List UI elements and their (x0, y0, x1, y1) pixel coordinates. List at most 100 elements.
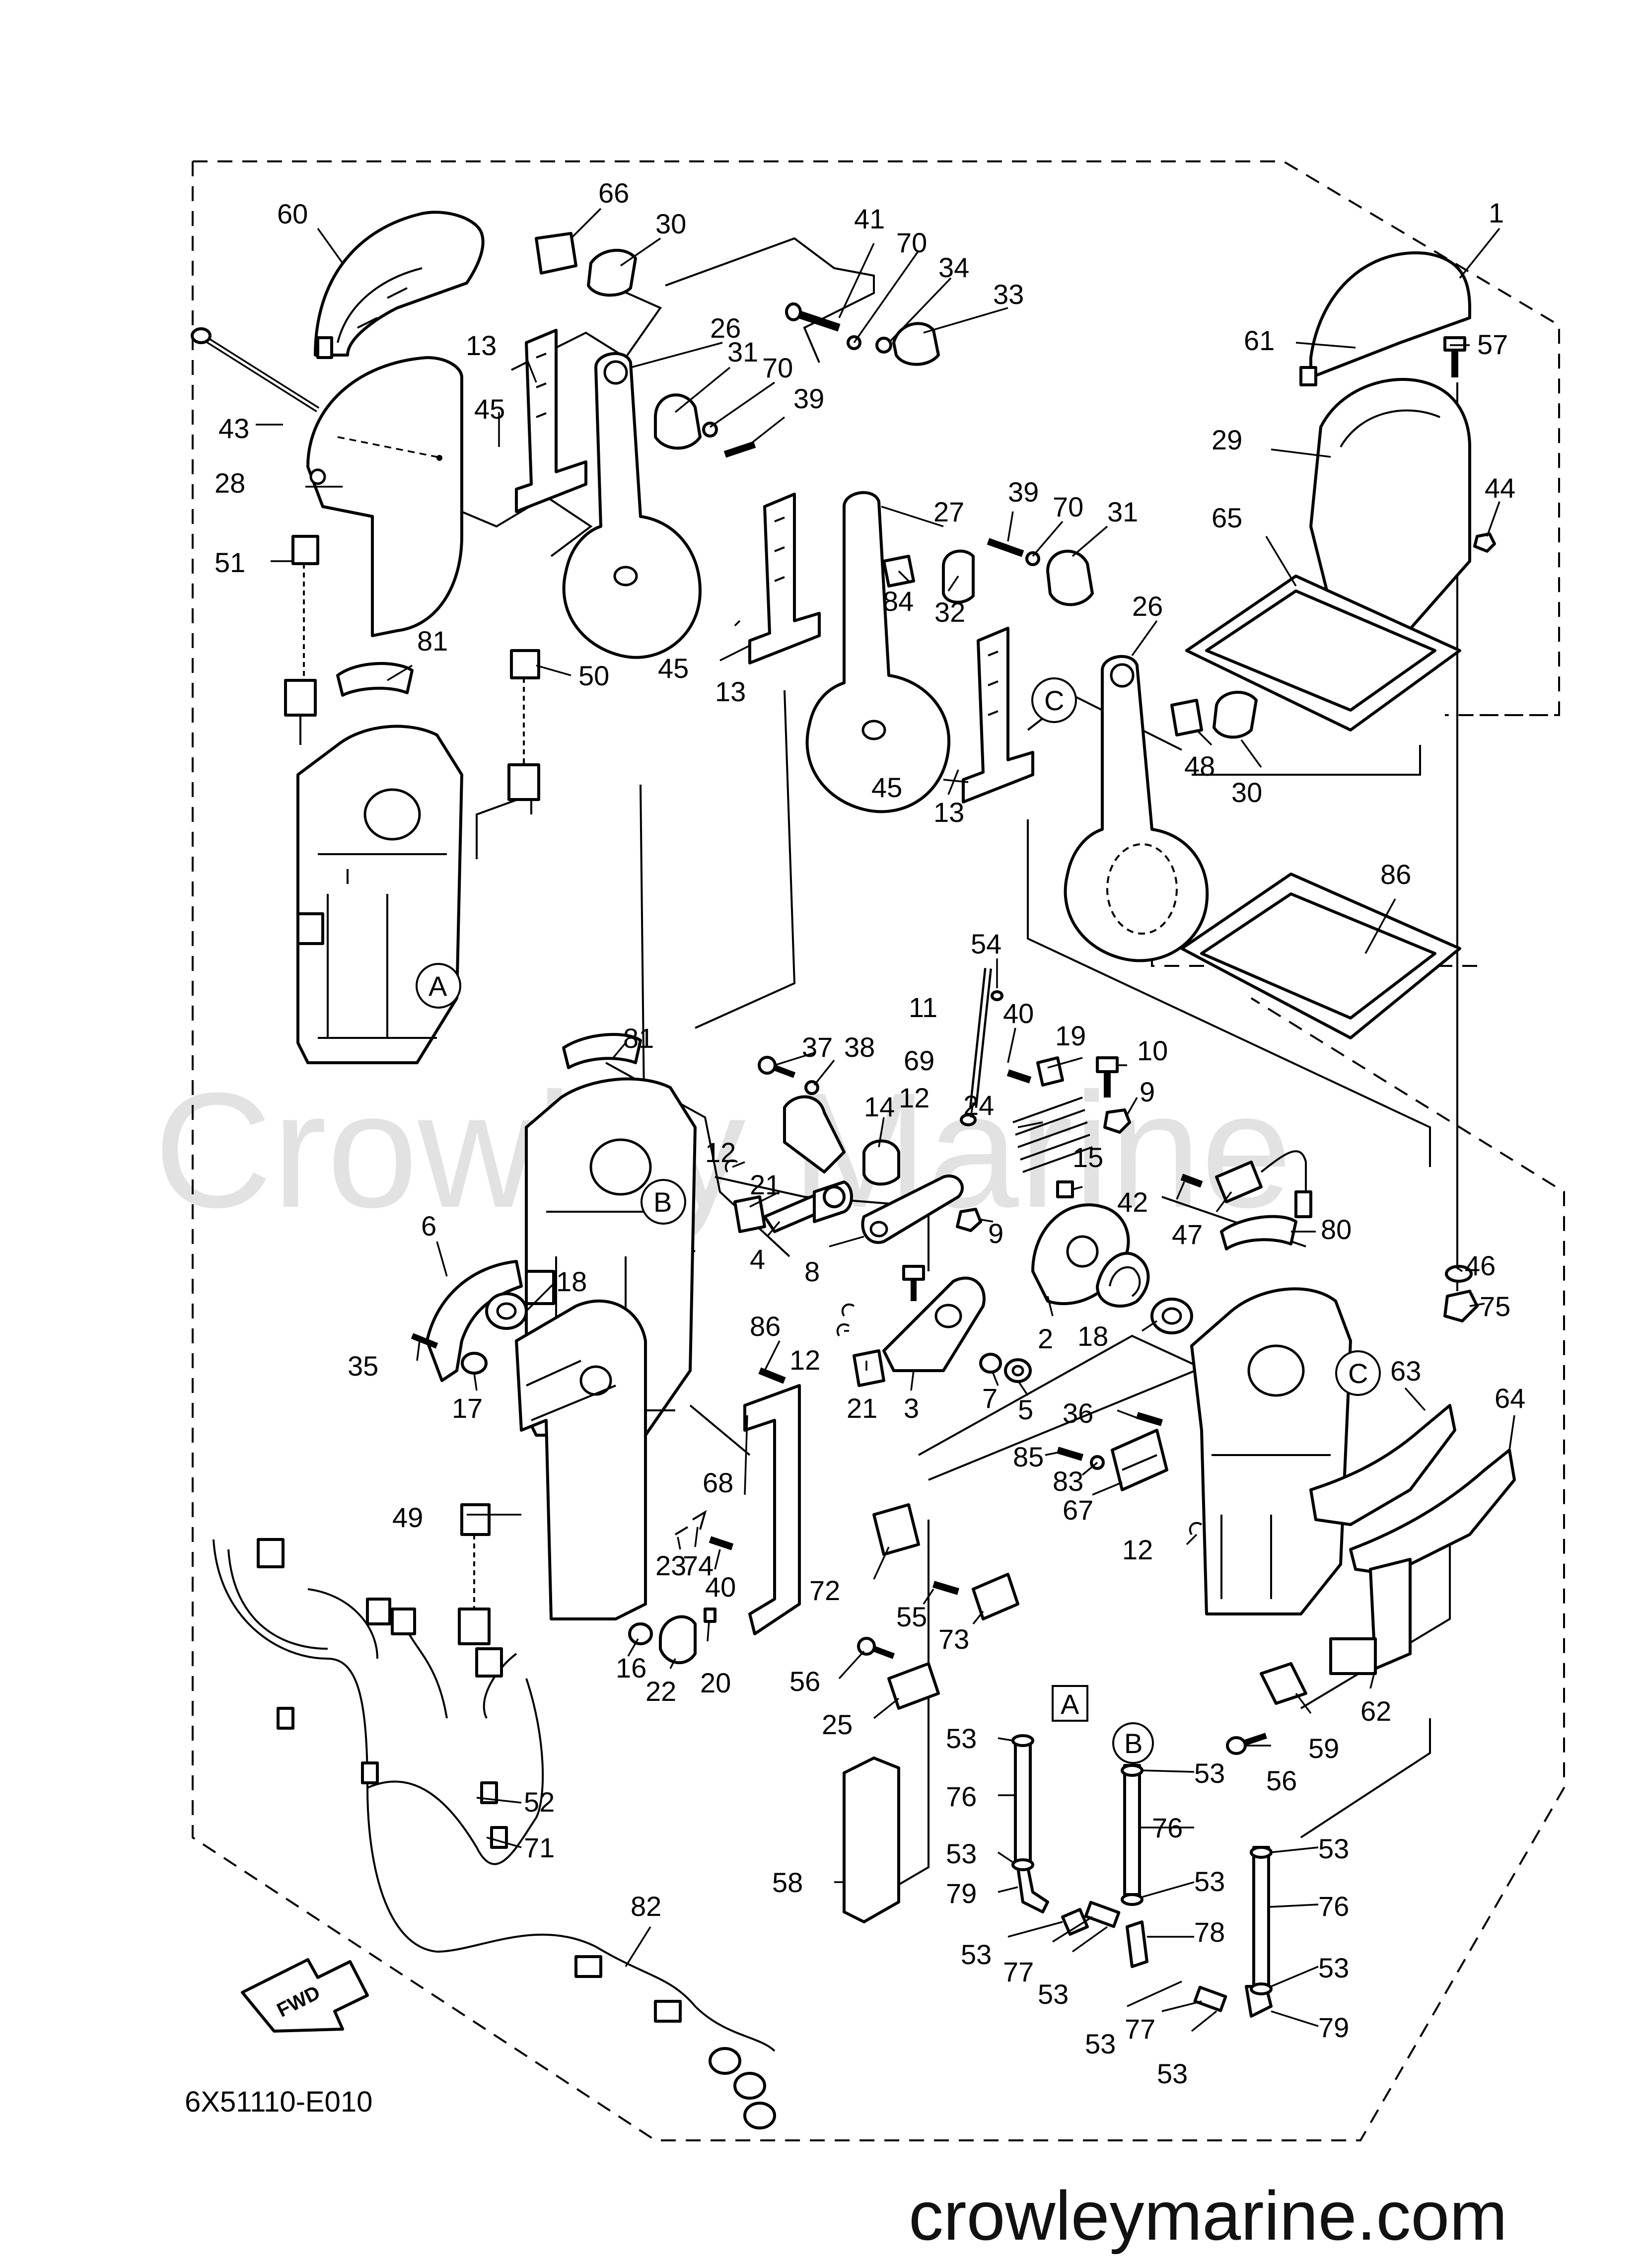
part-66-clip (535, 232, 577, 275)
callout-1: 1 (1489, 197, 1504, 228)
callout-34: 34 (938, 252, 969, 283)
callout-31-b: 31 (1107, 496, 1138, 527)
reference-circle-a1: A (416, 963, 461, 1009)
callout-11: 11 (909, 992, 937, 1023)
svg-text:B: B (653, 1186, 672, 1218)
part-39-screw-a (723, 441, 756, 458)
part-3-lever-plate (882, 1276, 986, 1372)
callout-70-c: 70 (1053, 491, 1083, 522)
callout-9-b: 9 (988, 1218, 1003, 1249)
callout-61: 61 (1244, 325, 1275, 356)
callout-38: 38 (844, 1031, 875, 1063)
part-56-screw-a (857, 1637, 895, 1659)
callout-73: 73 (938, 1623, 969, 1655)
part-68-rod (743, 1384, 801, 1635)
part-21-clip-b (853, 1349, 885, 1387)
callout-82: 82 (631, 1891, 661, 1922)
reference-circle-b2: B (1112, 1722, 1154, 1764)
part-34-washer (875, 337, 892, 354)
callout-67: 67 (1063, 1494, 1093, 1526)
part-lower-left-housing (515, 1299, 647, 1620)
callout-66: 66 (598, 177, 629, 209)
callout-26-a: 26 (710, 312, 741, 344)
callout-25: 25 (822, 1709, 853, 1740)
callout-49: 49 (392, 1502, 423, 1533)
callout-68: 68 (703, 1467, 733, 1498)
part-36-screw (1136, 1412, 1163, 1426)
callout-8: 8 (804, 1256, 820, 1287)
part-17-washer (461, 1352, 488, 1375)
callout-53-g: 53 (961, 1939, 992, 1970)
callout-18-b: 18 (1077, 1320, 1108, 1352)
callout-19: 19 (1055, 1020, 1086, 1051)
callout-40-b: 40 (705, 1571, 736, 1603)
callout-85: 85 (1013, 1441, 1044, 1472)
part-64-bracket (1349, 1449, 1516, 1576)
callout-51: 51 (214, 547, 245, 578)
part-55-screw (932, 1581, 960, 1595)
callout-15: 15 (1072, 1142, 1103, 1173)
callout-10: 10 (1137, 1035, 1168, 1066)
callout-23: 23 (655, 1550, 686, 1581)
part-40-screw-b (709, 1536, 734, 1550)
callout-78: 78 (1194, 1916, 1225, 1948)
reference-circle-b1: B (641, 1179, 686, 1225)
callout-46: 46 (1465, 1250, 1496, 1281)
callout-21-a: 21 (750, 1169, 781, 1200)
callout-26-b: 26 (1132, 590, 1163, 622)
part-42-screw (1180, 1173, 1203, 1188)
part-27-lever (805, 491, 951, 813)
part-54-ring (991, 990, 1003, 1001)
housing-a (296, 725, 463, 1064)
callout-44: 44 (1485, 472, 1515, 504)
callout-70: 70 (896, 227, 927, 258)
callout-3: 3 (904, 1392, 919, 1424)
part-16-washer (628, 1622, 653, 1645)
part-12-clip-c (1189, 1522, 1203, 1536)
callout-13-a: 13 (466, 330, 497, 361)
drawing-code: 6X51110-E010 (185, 2086, 372, 2118)
part-12-clip-d (841, 1303, 855, 1317)
part-25-clamp (887, 1662, 940, 1710)
part-81-pad-a (336, 662, 414, 697)
part-30-knob-a (587, 249, 637, 297)
part-65-gasket (1185, 575, 1461, 732)
part-46-washer (1445, 1265, 1473, 1283)
callout-77-a: 77 (1003, 1956, 1034, 1987)
callout-72: 72 (809, 1575, 840, 1606)
part-74-spring (692, 1510, 707, 1530)
part-22-gear (659, 1615, 697, 1664)
part-18-bushing-b (1150, 1298, 1193, 1334)
part-12-clip-a (724, 1159, 738, 1173)
part-15-pin (1056, 1180, 1074, 1198)
callout-53-c: 53 (1194, 1757, 1225, 1789)
part-31-bushing-b (1046, 550, 1094, 606)
part-11-pin (969, 968, 992, 1108)
part-30-knob-b (1213, 691, 1258, 739)
part-14-bushing (862, 1139, 900, 1186)
part-right-housing (1190, 1287, 1352, 1615)
callout-74: 74 (683, 1550, 714, 1581)
svg-text:A: A (1061, 1688, 1079, 1720)
part-35-screw (411, 1333, 438, 1349)
part-bolt-center (902, 1265, 925, 1301)
part-62-mount (1329, 1558, 1412, 1675)
callout-12-d: 12 (1122, 1534, 1153, 1565)
callout-86-b: 86 (750, 1311, 781, 1342)
part-5-washer (1004, 1358, 1032, 1383)
callout-76-b: 76 (1152, 1812, 1183, 1843)
callout-41: 41 (854, 203, 885, 234)
callout-16: 16 (616, 1652, 646, 1683)
callout-77-b: 77 (1125, 2013, 1155, 2045)
part-19-spring-plate (1036, 1056, 1064, 1087)
part-56-screw-b (1226, 1733, 1267, 1755)
part-69-washer (960, 1113, 977, 1126)
part-59-plate (1260, 1662, 1307, 1705)
callout-39-a: 39 (793, 383, 824, 414)
callout-52: 52 (524, 1786, 555, 1818)
callout-71: 71 (524, 1832, 555, 1863)
part-28-plate (306, 356, 463, 637)
callout-18-a: 18 (556, 1266, 587, 1297)
callout-53-f: 53 (1318, 1952, 1349, 1983)
